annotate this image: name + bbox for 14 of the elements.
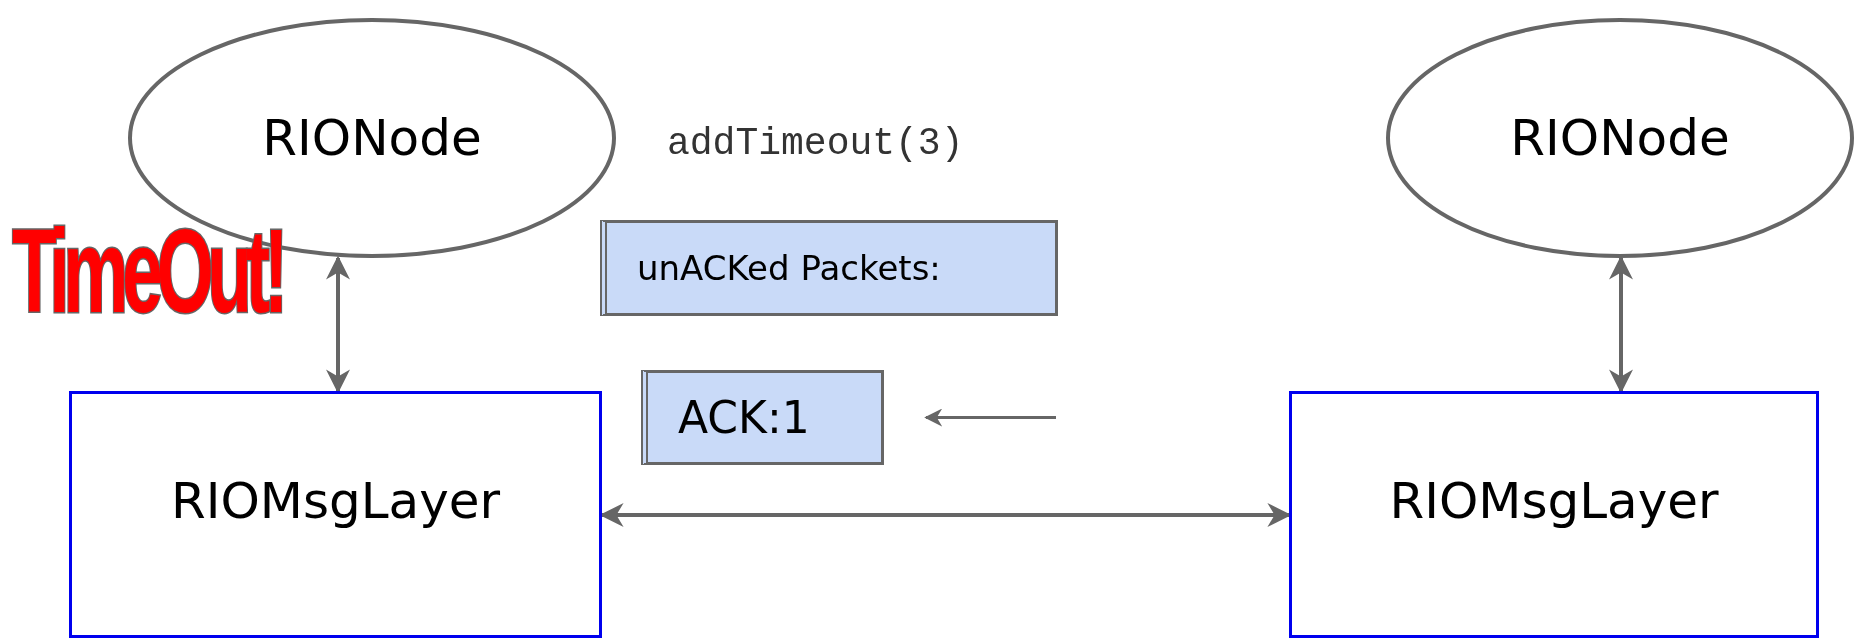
node-title: RIOMsgLayer — [1389, 472, 1719, 530]
node-title: RIOMsgLayer — [170, 472, 501, 530]
layer-box — [1289, 391, 1819, 638]
arrow — [924, 408, 1056, 427]
node-title: RIONode — [1510, 109, 1730, 167]
packet-box — [641, 370, 884, 465]
layer-box — [69, 391, 602, 638]
function-call-text: addTimeout(3) — [667, 122, 964, 165]
ellipse-node — [1386, 18, 1854, 258]
node-title: RIONode — [262, 109, 482, 167]
timeout-text: TimeOut! — [12, 212, 283, 330]
packet-box — [600, 220, 1058, 316]
box-text: unACKed Packets: — [637, 248, 941, 288]
box-text: ACK:1 — [678, 392, 810, 443]
